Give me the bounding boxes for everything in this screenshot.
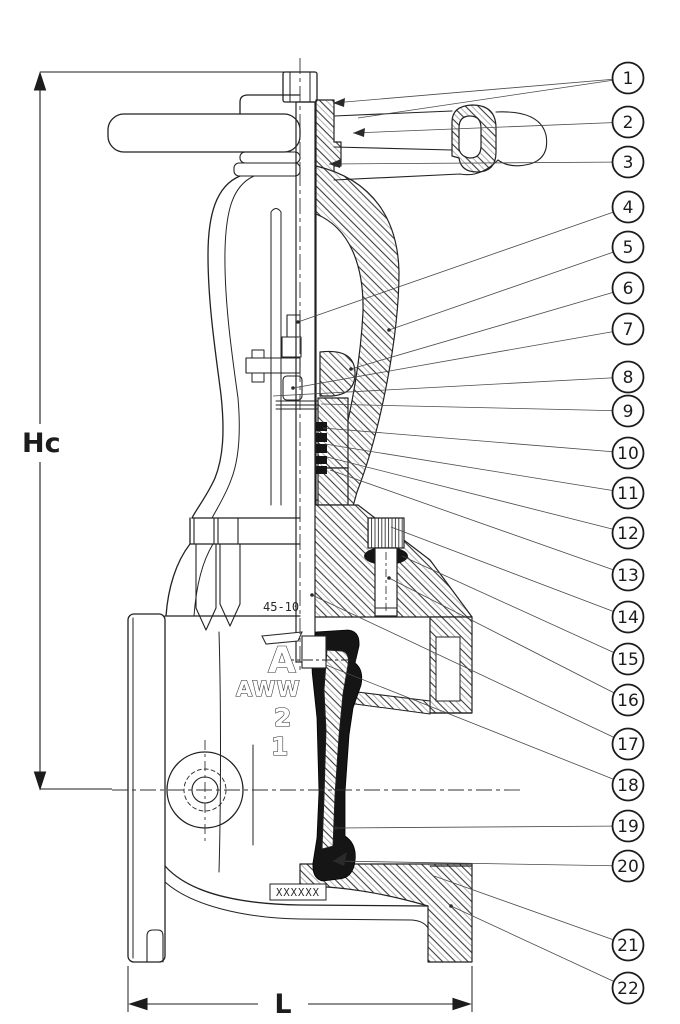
cast-lettering: AWW	[236, 677, 301, 701]
flange-foot-notch	[146, 929, 164, 963]
yoke-outline-outer	[191, 175, 241, 519]
nameplate-text: XXXXXX	[276, 887, 320, 899]
callout-number-8: 8	[623, 368, 634, 388]
callout-number-17: 17	[617, 735, 639, 755]
callout-circle-10	[611, 436, 645, 470]
callout-circle-16	[611, 683, 645, 717]
handwheel-spoke	[333, 110, 453, 151]
stem	[295, 101, 316, 663]
callout-number-13: 13	[617, 566, 639, 586]
callout-number-11: 11	[617, 484, 639, 504]
handwheel-rim-left	[107, 113, 301, 153]
handwheel-far-rim	[333, 111, 548, 181]
gland-left	[282, 375, 303, 401]
callout-number-6: 6	[623, 279, 634, 299]
base-curve-upper	[164, 865, 429, 907]
callout-circle-14	[611, 600, 645, 634]
stem-guide-lines	[270, 208, 282, 506]
cast-size-line1: 2	[274, 703, 291, 732]
handwheel-hub-left	[239, 94, 301, 115]
callout-circle-12	[611, 516, 645, 550]
callout-number-22: 22	[617, 979, 639, 999]
callout-number-12: 12	[617, 524, 639, 544]
stem-block	[286, 314, 301, 338]
cast-markings: 45-10 A AWW 2 1 XXXXXX	[235, 600, 327, 901]
centerlines	[112, 58, 524, 842]
callout-circle-22	[611, 971, 645, 1005]
hc-arrow-up	[33, 71, 47, 91]
callout-circle-15	[611, 642, 645, 676]
bonnet-bolt-left-2	[217, 517, 241, 627]
wedge-core	[321, 649, 349, 850]
callout-circle-6	[611, 271, 645, 305]
callout-circle-19	[611, 809, 645, 843]
wedge-nut	[301, 635, 327, 669]
callout-circle-21	[611, 928, 645, 962]
callout-circle-1	[611, 61, 645, 95]
yoke-outline-inner	[211, 175, 255, 519]
callout-circle-9	[611, 394, 645, 428]
callout-circle-11	[611, 476, 645, 510]
callout-number-10: 10	[617, 444, 639, 464]
callout-number-21: 21	[617, 936, 639, 956]
callout-circle-7	[611, 312, 645, 346]
bonnet-bolt-left-1	[193, 517, 217, 631]
callout-number-1: 1	[623, 69, 634, 89]
l-arrow-left	[128, 997, 148, 1011]
dim-length-label: L	[274, 989, 291, 1020]
bolt-head	[367, 517, 405, 549]
leader-terminators	[291, 98, 453, 908]
callout-number-19: 19	[617, 817, 639, 837]
callout-number-2: 2	[623, 113, 634, 133]
nameplate-box	[269, 883, 327, 901]
stem-o-rings	[316, 422, 327, 474]
callout-number-5: 5	[623, 238, 634, 258]
callout-circle-4	[611, 190, 645, 224]
cast-size-line2: 1	[271, 732, 288, 761]
dim-height-label: Hc	[22, 428, 61, 459]
callout-numbers: 1 2 3 4 5 6 7 8 9 10 11 12 13 14 15 16 1…	[617, 69, 639, 999]
callout-number-20: 20	[617, 857, 639, 877]
dimension-l: L	[127, 966, 473, 1020]
leader-lines	[272, 77, 629, 989]
callout-number-15: 15	[617, 650, 639, 670]
body-contour-1	[218, 631, 221, 873]
section-hatched-parts	[299, 99, 497, 963]
callout-circle-13	[611, 558, 645, 592]
seat-pocket	[435, 636, 461, 702]
left-end-flange	[127, 613, 166, 963]
callout-circle-17	[611, 727, 645, 761]
stuffing-flange-left	[245, 357, 301, 374]
leader20-arrow	[333, 852, 347, 866]
cast-model-code: 45-10	[263, 600, 299, 614]
callout-circle-8	[611, 360, 645, 394]
dimension-hc: Hc	[22, 71, 286, 791]
base-curve-lower	[164, 881, 429, 929]
callout-circle-2	[611, 105, 645, 139]
callout-number-14: 14	[617, 608, 639, 628]
callout-number-9: 9	[623, 402, 634, 422]
resilient-wedge	[284, 629, 363, 882]
callout-balloons	[611, 61, 645, 1005]
callout-circle-20	[611, 849, 645, 883]
callout-number-4: 4	[623, 198, 634, 218]
hc-arrow-down	[33, 771, 47, 791]
callout-circle-3	[611, 145, 645, 179]
callout-circle-18	[611, 768, 645, 802]
cast-logo-letter: A	[268, 640, 296, 681]
bonnet-bolt	[364, 517, 408, 617]
thrust-washers	[275, 400, 319, 410]
callout-number-3: 3	[623, 153, 634, 173]
l-arrow-right	[452, 997, 472, 1011]
logo-flag-bar	[261, 631, 303, 645]
callout-number-18: 18	[617, 776, 639, 796]
gland-cap-section	[319, 350, 356, 397]
callout-number-7: 7	[623, 320, 634, 340]
outline-view	[107, 71, 548, 963]
callout-number-16: 16	[617, 691, 639, 711]
handwheel-rim-section	[451, 104, 497, 173]
callout-circle-5	[611, 230, 645, 264]
